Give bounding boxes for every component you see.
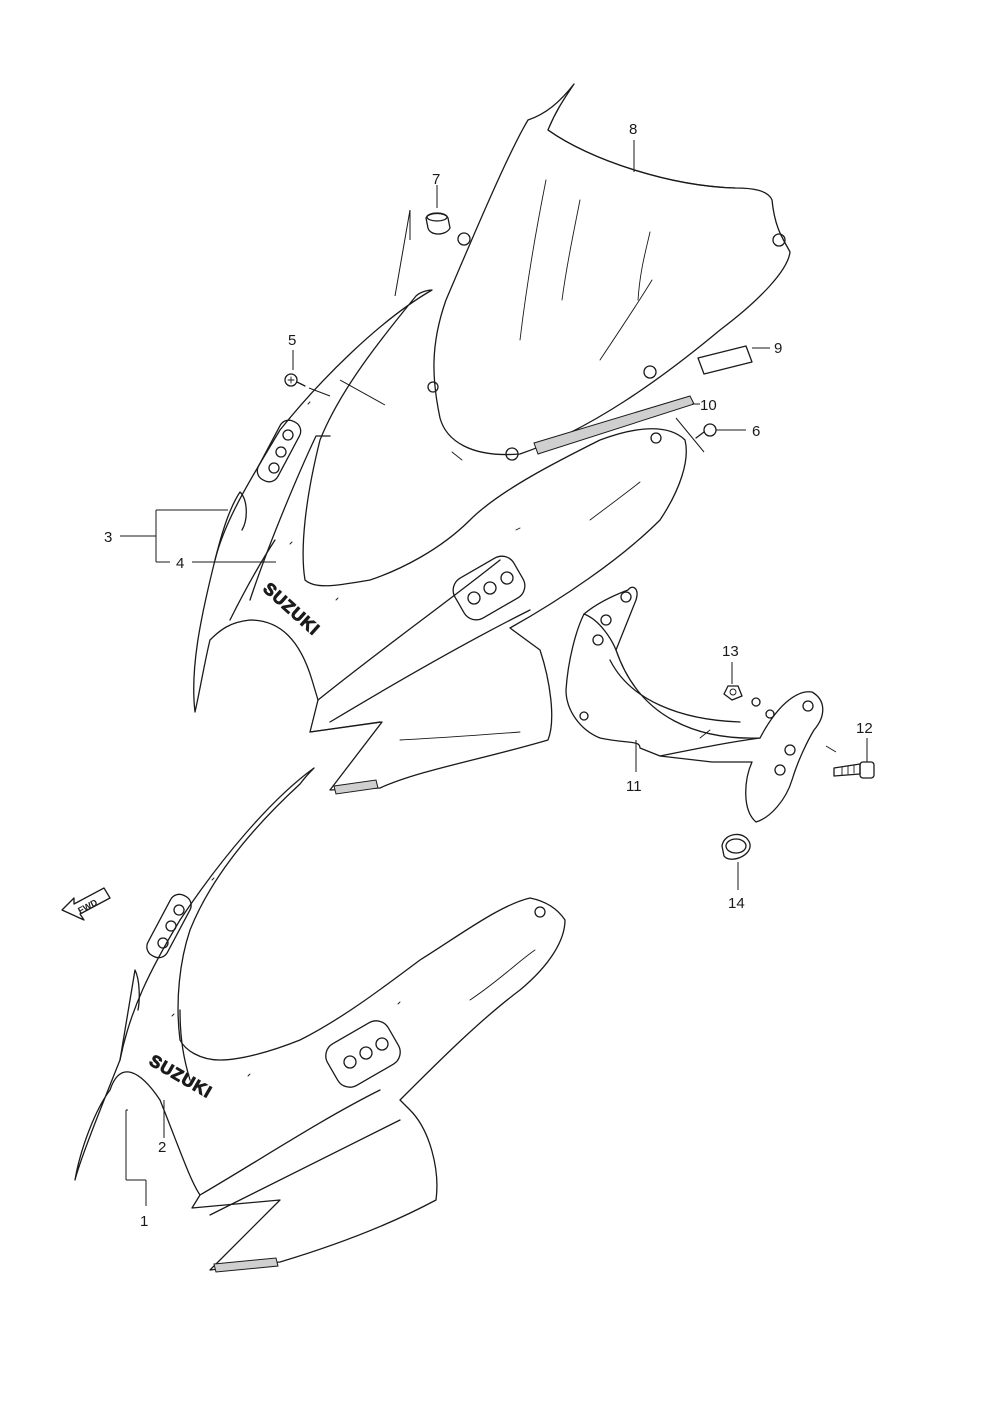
leader-lines <box>120 140 635 1206</box>
callout-4: 4 <box>176 555 184 572</box>
callout-12: 12 <box>856 720 873 737</box>
callout-1: 1 <box>140 1213 148 1230</box>
upper-cowling: SUZUKI <box>193 289 687 795</box>
callout-11: 11 <box>626 778 642 795</box>
callout-10: 10 <box>700 397 717 414</box>
cowling-brace <box>565 586 824 823</box>
callout-5: 5 <box>288 332 296 349</box>
callout-9: 9 <box>774 340 782 357</box>
screw-5 <box>284 350 386 406</box>
windscreen <box>427 83 791 461</box>
brand-logo-upper: SUZUKI <box>259 579 323 639</box>
callout-2: 2 <box>158 1139 166 1156</box>
bolt-12 <box>825 738 875 779</box>
callout-13: 13 <box>722 643 739 660</box>
callout-8: 8 <box>629 121 637 138</box>
callout-7: 7 <box>432 171 440 188</box>
forward-arrow-icon: FWD <box>61 887 111 921</box>
screw-6 <box>675 417 746 453</box>
nut-13 <box>723 662 743 701</box>
lower-cowling: SUZUKI <box>74 767 566 1273</box>
tape-9 <box>697 345 770 375</box>
nut-7 <box>394 185 451 297</box>
callout-3: 3 <box>104 529 112 546</box>
tape-10 <box>533 395 700 455</box>
callout-14: 14 <box>728 895 745 912</box>
callout-6: 6 <box>752 423 760 440</box>
grommet-14 <box>721 833 751 890</box>
